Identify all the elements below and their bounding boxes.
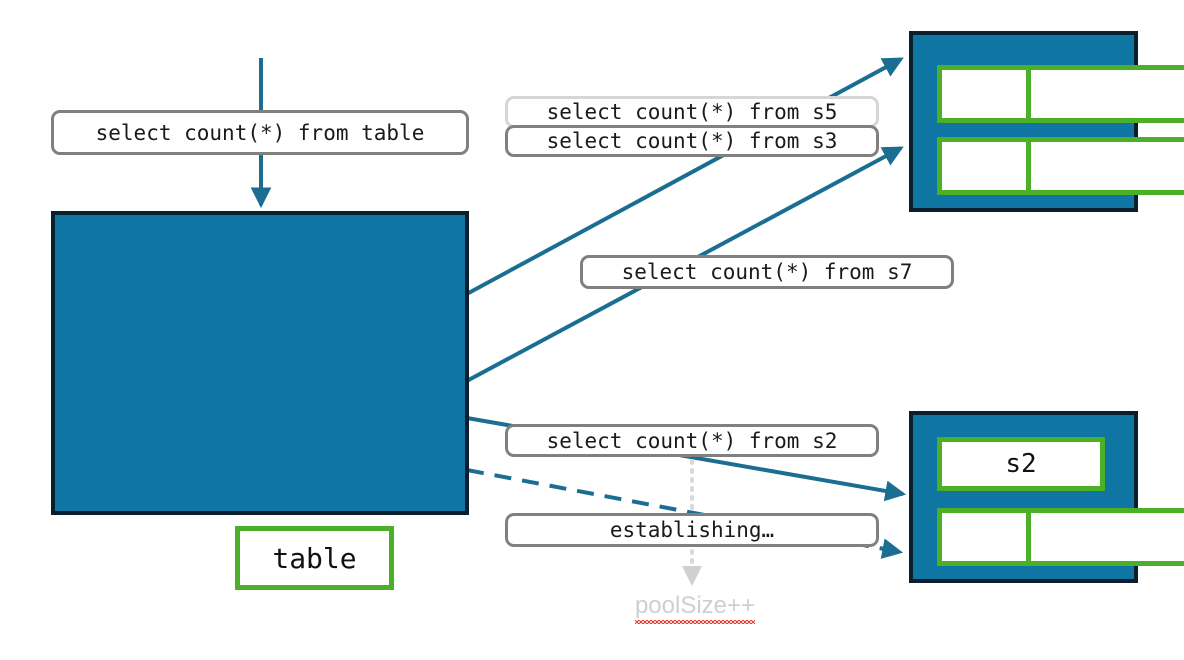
query-pill-from-s7[interactable]: select count(*) from s7 [580,255,954,289]
poolsize-note: poolSize++ [595,592,795,624]
node-table[interactable]: table [235,526,394,590]
pool-slot-s7[interactable]: s7 [1026,137,1184,195]
pool-slot-s3[interactable]: s3 [1026,65,1184,123]
pool-slot-s2[interactable]: s2 [937,437,1105,491]
table-block[interactable]: table [51,211,469,590]
status-pill-establishing[interactable]: establishing… [505,513,879,547]
query-pill-from-table[interactable]: select count(*) from table [51,110,469,155]
query-pill-from-s5[interactable]: select count(*) from s5 [505,96,879,128]
poolsize-note-text: poolSize++ [634,592,756,624]
query-pill-from-s3[interactable]: select count(*) from s3 [505,125,879,157]
query-pill-from-s2[interactable]: select count(*) from s2 [505,424,879,457]
pool-slot-s4[interactable]: s4 [1026,508,1184,566]
